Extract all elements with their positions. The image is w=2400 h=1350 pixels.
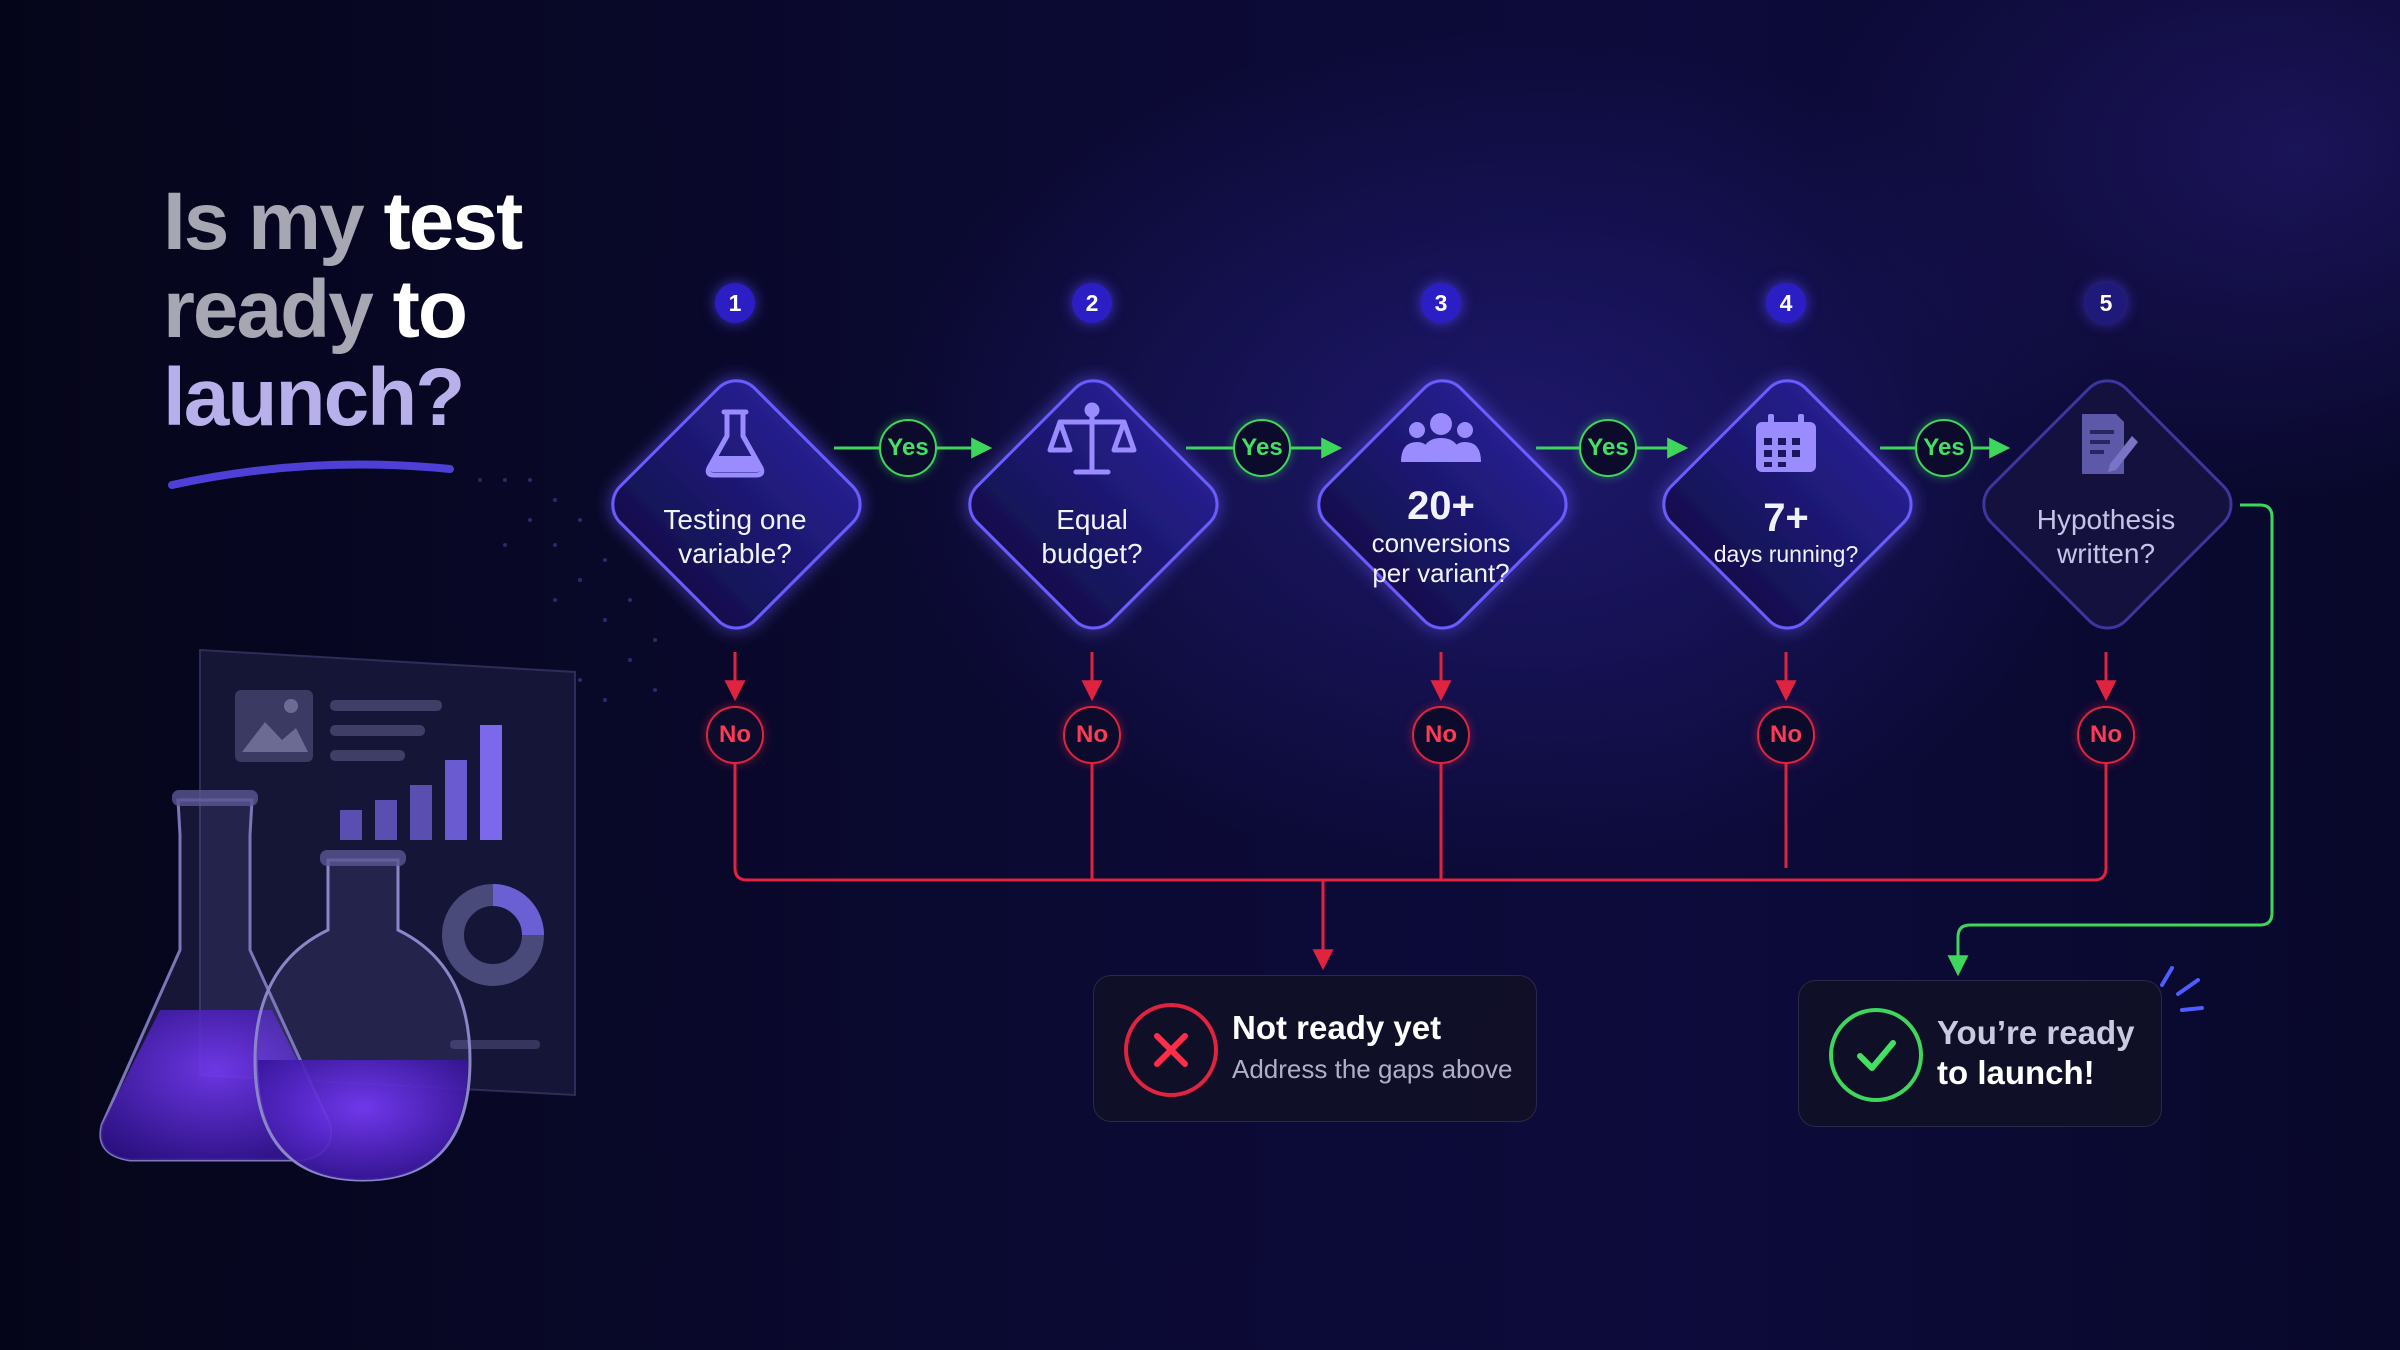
no-badge: No [1757,706,1815,764]
decision-diamonds [611,379,2233,630]
headline-part: test [362,176,523,267]
step-1-label-line1: Testing one [663,504,807,535]
not-ready-card: Not ready yet Address the gaps above [1093,975,1537,1122]
headline: Is my test ready to launch? [163,176,523,443]
ready-title: You’re ready to launch! [1937,1013,2134,1093]
yes-badge: Yes [1579,419,1637,477]
step-1-label: Testing one variable? [625,503,845,571]
step-4-label-big: 7+ [1763,496,1809,540]
step-2-label-line1: Equal [1056,504,1128,535]
flask-icon [705,409,765,478]
step-2-label-line2: budget? [1041,538,1143,569]
step-number-3: 3 [1421,283,1461,323]
yes-badge: Yes [1233,419,1291,477]
step-number-4: 4 [1766,283,1806,323]
yes-badge: Yes [1915,419,1973,477]
dashboard-illustration [199,648,576,1097]
decision-diamond-1 [611,379,862,630]
no-badge: No [2077,706,2135,764]
step-2-label: Equal budget? [982,503,1202,571]
step-4-label: 7+ days running? [1676,496,1896,568]
step-4-label-line1: days running? [1713,541,1859,567]
no-connectors [724,652,2117,971]
headline-part: Is my [163,176,365,267]
flask-illustration [99,790,472,1182]
step-3-label-line1: conversions [1371,528,1511,558]
check-circle-icon [1829,1008,1923,1102]
decision-diamond-5 [1982,379,2233,630]
step-5-label-line2: written? [2056,538,2156,569]
calendar-icon [1756,414,1816,472]
decision-diamond-2 [968,379,1219,630]
ready-title-line2: to launch! [1937,1054,2095,1091]
sparkle-lines [2160,966,2204,1012]
headline-underline [168,460,454,489]
headline-part: to [371,264,468,355]
step-1-label-line2: variable? [678,538,792,569]
step-number-2: 2 [1072,283,1112,323]
people-icon [1401,413,1481,462]
not-ready-title: Not ready yet [1232,1009,1442,1046]
headline-part: launch? [163,352,465,443]
step-3-label-line2: per variant? [1372,558,1510,588]
document-pen-icon [2082,414,2138,474]
no-badge: No [706,706,764,764]
yes-connectors [834,437,2274,977]
step-number-1: 1 [715,283,755,323]
scale-icon [1047,402,1137,475]
step-3-label-big: 20+ [1407,484,1475,528]
yes-badge: Yes [879,419,937,477]
no-badge: No [1412,706,1470,764]
step-3-label: 20+ conversions per variant? [1331,484,1551,588]
not-ready-subtitle: Address the gaps above [1232,1054,1513,1084]
no-badge: No [1063,706,1121,764]
decision-diamond-4 [1662,379,1913,630]
step-5-label: Hypothesis written? [1996,503,2216,571]
step-number-5: 5 [2086,283,2126,323]
headline-part: ready [163,264,374,355]
decision-diamond-3 [1317,379,1568,630]
step-5-label-line1: Hypothesis [2036,504,2176,535]
dot-pattern [478,478,657,702]
x-circle-icon [1124,1003,1218,1097]
ready-card: You’re ready to launch! [1798,980,2162,1127]
ready-title-line1: You’re ready [1937,1014,2135,1051]
